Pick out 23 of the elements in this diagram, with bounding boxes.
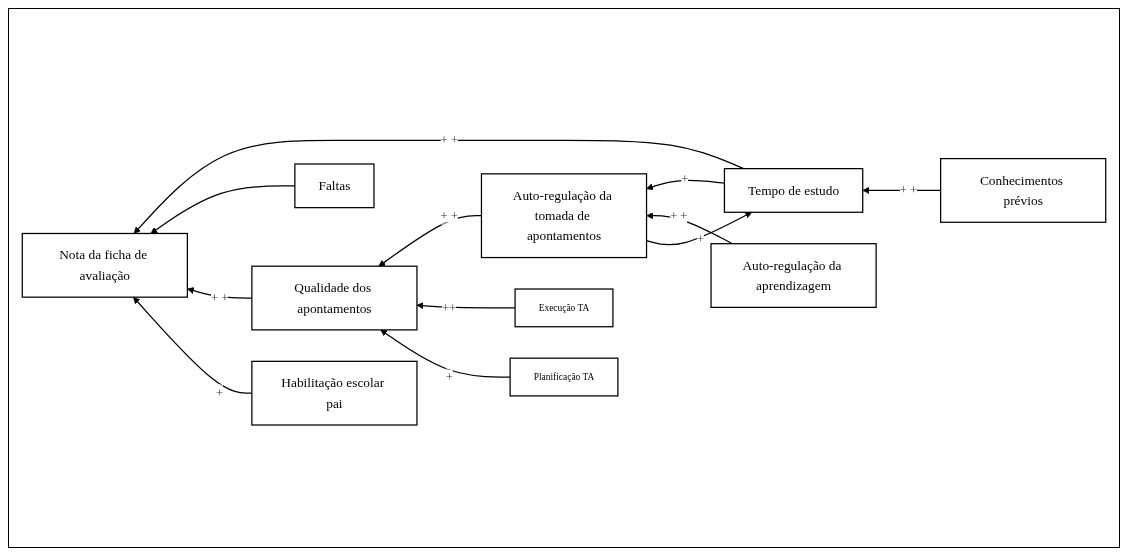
- arrow: [380, 329, 511, 378]
- edge-label: ++: [442, 300, 457, 315]
- edge-label: + +: [440, 133, 458, 147]
- arrow: [133, 139, 745, 234]
- node-box: Faltas: [294, 163, 375, 209]
- edge-label: +: [445, 369, 453, 384]
- edge-label: +: [696, 231, 704, 246]
- edge-label: + +: [670, 208, 688, 222]
- node-box: Nota da ficha de avaliação: [21, 232, 188, 298]
- edge-label: +: [216, 386, 224, 400]
- node-box: Planificação TA: [509, 357, 619, 397]
- node-box: Conhecimentos prévios: [940, 158, 1107, 223]
- edge-label: +: [681, 171, 689, 186]
- node-box: Habilitação escolar pai: [251, 360, 418, 426]
- node-box: Auto-regulação da aprendizagem: [710, 243, 877, 308]
- node-box: Execução TA: [514, 288, 614, 328]
- edge-label: + +: [899, 183, 918, 197]
- node-box: Qualidade dos apontamentos: [251, 265, 418, 331]
- arrow: [416, 302, 516, 310]
- node-box: Auto-regulação da tomada de apontamentos: [480, 173, 648, 259]
- edge-label: + +: [210, 290, 229, 305]
- node-box: Tempo de estudo: [723, 168, 864, 213]
- edge-label: + +: [440, 208, 458, 222]
